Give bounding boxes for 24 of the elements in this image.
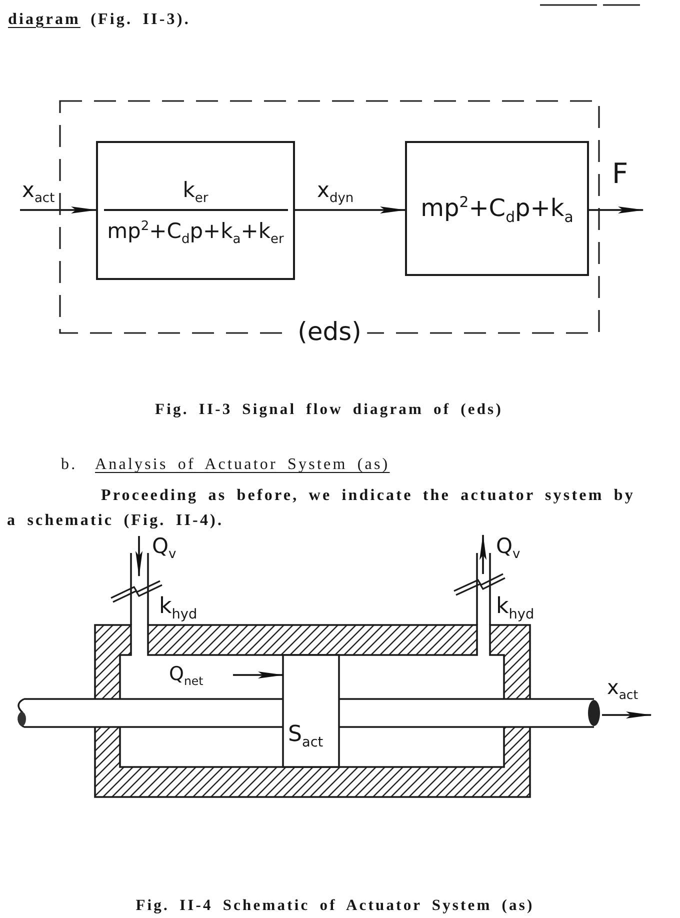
transfer-function-box [405, 141, 589, 276]
formula-text: mp$^{2}$+C$_{d}$p+k$_{a}$+k$_{er}$ [107, 218, 284, 243]
list-marker: b. [61, 455, 78, 474]
edge-label: x$_{dyn}$ [317, 178, 354, 202]
transfer-function-box [96, 141, 295, 280]
symbol-label: x$_{act}$ [607, 676, 638, 699]
figure-caption: Fig. II-3 Signal flow diagram of (eds) [155, 401, 503, 420]
symbol-label: k$_{hyd}$ [496, 594, 534, 620]
symbol-label: Q$_{v}$ [496, 534, 520, 558]
figure-caption: Fig. II-4 Schematic of Actuator System (as) [136, 897, 534, 916]
symbol-label: k$_{hyd}$ [159, 594, 198, 620]
symbol-label: S$_{act}$ [288, 722, 324, 748]
arrow [20, 206, 97, 214]
formula-text: k$_{er}$ [182, 178, 208, 202]
edge-label: F [612, 158, 628, 190]
symbol-label: Q$_{v}$ [152, 534, 176, 558]
edge-label: x$_{act}$ [22, 178, 55, 202]
body-text: diagram (Fig. II-3). [8, 10, 190, 30]
formula-text: mp$^{2}$+C$_{d}$p+k$_{a}$ [420, 194, 574, 222]
body-text: Proceeding as before, we indicate the actuator system by a schematic (Fig. II-4). [7, 486, 636, 531]
arrow [589, 206, 644, 214]
symbol-label: Q$_{net}$ [169, 664, 204, 686]
arrow [295, 206, 406, 214]
section-heading: Analysis of Actuator System (as) [95, 455, 390, 474]
